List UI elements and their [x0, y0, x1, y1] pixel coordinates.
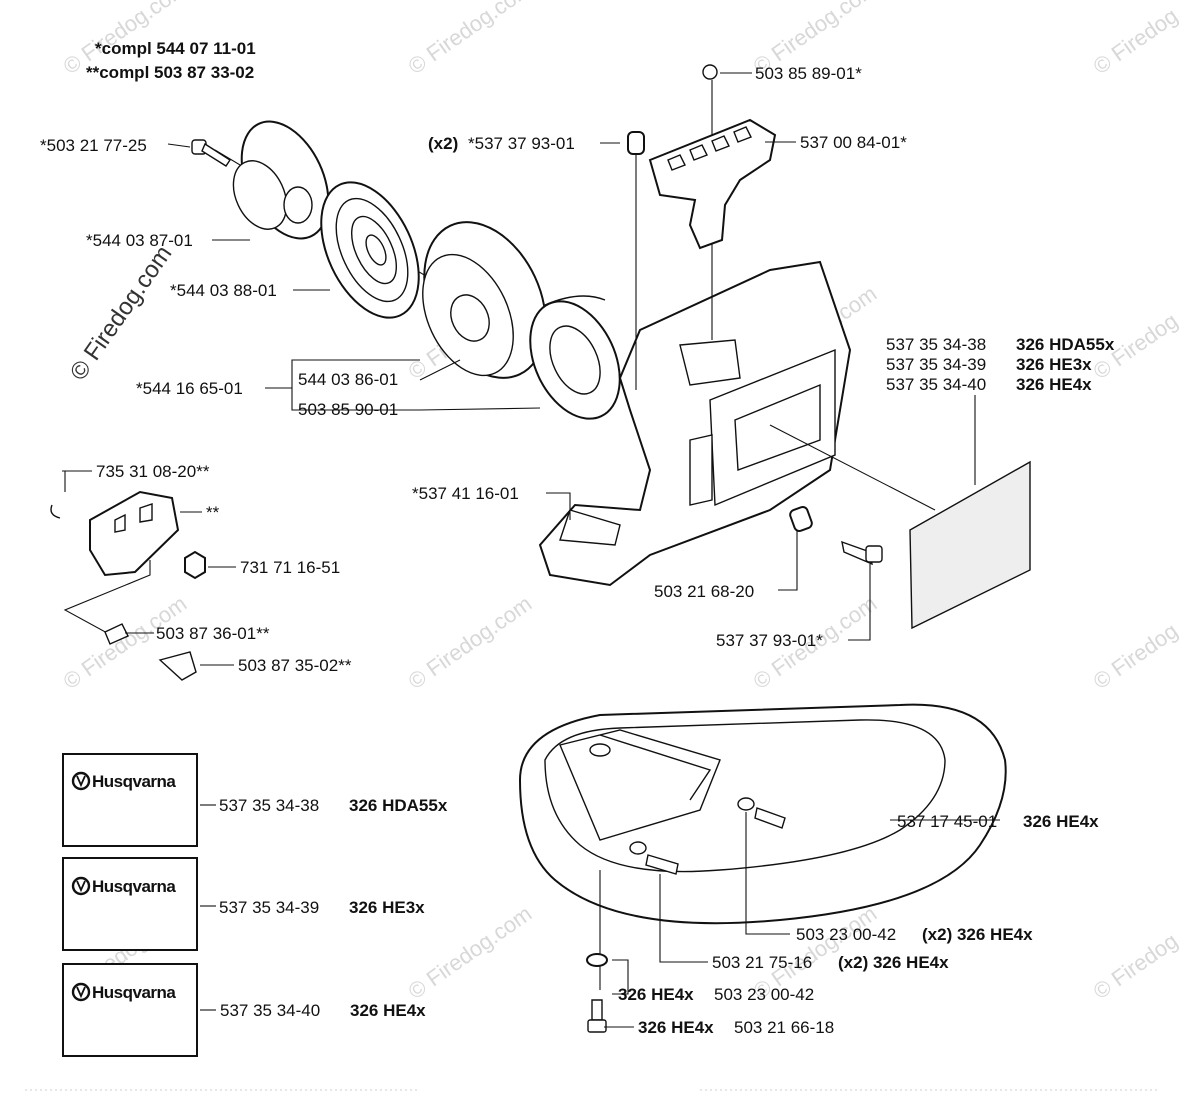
screw-part: 503 21 75-16	[712, 953, 812, 972]
guard-model: 326 HE4x	[1023, 812, 1099, 831]
label-731-71-16-51: 731 71 16-51	[240, 558, 340, 577]
bushing-537-37-93-01	[627, 131, 645, 155]
bottom-screw-model: 326 HE4x	[638, 1018, 714, 1037]
logo-plate-2: Husqvarna	[62, 857, 198, 951]
starter-parts-drawing	[191, 120, 621, 420]
pawl-parts-drawing	[50, 490, 206, 681]
sticker-2-model: 326 HE3x	[1016, 355, 1092, 374]
logo-3-part: 537 35 34-40	[220, 1001, 320, 1020]
label-544-16-65-01: *544 16 65-01	[136, 379, 243, 398]
watermark: © Firedog.com	[1089, 591, 1180, 694]
part-labels-top: 503 85 89-01* (x2) *537 37 93-01 537 00 …	[40, 64, 1115, 675]
logo-1-model: 326 HDA55x	[349, 796, 448, 815]
label-537-41-16-01: *537 41 16-01	[412, 484, 519, 503]
logo-3-model: 326 HE4x	[350, 1001, 426, 1020]
logo-2-model: 326 HE3x	[349, 898, 425, 917]
screw-503-21-77-25	[191, 139, 231, 167]
label-503-21-68-20: 503 21 68-20	[654, 582, 754, 601]
logo-2-part: 537 35 34-39	[219, 898, 319, 917]
bottom-washer-model: 326 HE4x	[618, 985, 694, 1004]
label-544-03-86-01: 544 03 86-01	[298, 370, 398, 389]
husqvarna-crown-icon	[71, 771, 91, 791]
spring-cassette-544-03-88-01	[320, 181, 420, 319]
starter-handle-drawing	[648, 64, 777, 340]
logo-1-part: 537 35 34-38	[219, 796, 319, 815]
husqvarna-crown-icon	[71, 876, 91, 896]
logo-plates: Husqvarna Husqvarna Husqvarna	[62, 753, 198, 1057]
logo-brand: Husqvarna	[92, 877, 176, 896]
rope-drum-544-03-86-01	[422, 221, 547, 379]
guard-part: 537 17 45-01	[897, 812, 997, 831]
washer-qty-model: (x2) 326 HE4x	[922, 925, 1033, 944]
sticker-3-part: 537 35 34-40	[886, 375, 986, 394]
label-503-21-77-25: *503 21 77-25	[40, 136, 147, 155]
sticker-1-model: 326 HDA55x	[1016, 335, 1115, 354]
label-double-star: **	[206, 503, 220, 522]
starter-housing-drawing	[538, 131, 936, 587]
logo-plate-1: Husqvarna	[62, 753, 198, 847]
label-735-31-08-20: 735 31 08-20**	[96, 462, 210, 481]
guard-537-17-45-01-drawing	[518, 703, 1007, 1033]
pulley-544-03-87-01	[232, 120, 330, 240]
watermark: © Firedog.com	[1089, 901, 1180, 1004]
husqvarna-crown-icon	[71, 982, 91, 1002]
label-503-87-35-02: 503 87 35-02**	[238, 656, 352, 675]
label-503-85-89-01: 503 85 89-01*	[755, 64, 862, 83]
label-503-85-90-01: 503 85 90-01	[298, 400, 398, 419]
sticker-2-part: 537 35 34-39	[886, 355, 986, 374]
screw-qty-model: (x2) 326 HE4x	[838, 953, 949, 972]
logo-plate-3: Husqvarna	[62, 963, 198, 1057]
sticker-3-model: 326 HE4x	[1016, 375, 1092, 394]
label-503-87-36-01: 503 87 36-01**	[156, 624, 270, 643]
compl-note-2: **compl 503 87 33-02	[86, 63, 254, 82]
watermark: © Firedog.com	[404, 591, 537, 694]
label-537-37-93-01-bottom: 537 37 93-01*	[716, 631, 823, 650]
bottom-screw-part: 503 21 66-18	[734, 1018, 834, 1037]
bottom-washer-part: 503 23 00-42	[714, 985, 814, 1004]
watermark: © Firedog.com	[1089, 281, 1180, 384]
decal-sheet	[909, 460, 1031, 630]
logo-brand: Husqvarna	[92, 772, 176, 791]
logo-brand: Husqvarna	[92, 983, 176, 1002]
watermark: © Firedog.com	[1089, 0, 1180, 79]
label-537-00-84-01: 537 00 84-01*	[800, 133, 907, 152]
sticker-1-part: 537 35 34-38	[886, 335, 986, 354]
washer-part: 503 23 00-42	[796, 925, 896, 944]
label-537-37-93-01-top: *537 37 93-01	[468, 134, 575, 153]
label-qty-x2: (x2)	[428, 134, 458, 153]
label-leader-lines	[62, 72, 1000, 1028]
label-544-03-87-01: *544 03 87-01	[86, 231, 193, 250]
part-labels-bottom: 537 35 34-38 326 HDA55x 537 35 34-39 326…	[219, 796, 1099, 1037]
spring-503-85-90-01	[529, 295, 621, 420]
watermark: © Firedog.com	[404, 0, 537, 79]
watermark-dark: © Firedog.com	[65, 241, 178, 386]
label-544-03-88-01: *544 03 88-01	[170, 281, 277, 300]
compl-note-1: *compl 544 07 11-01	[95, 39, 256, 58]
